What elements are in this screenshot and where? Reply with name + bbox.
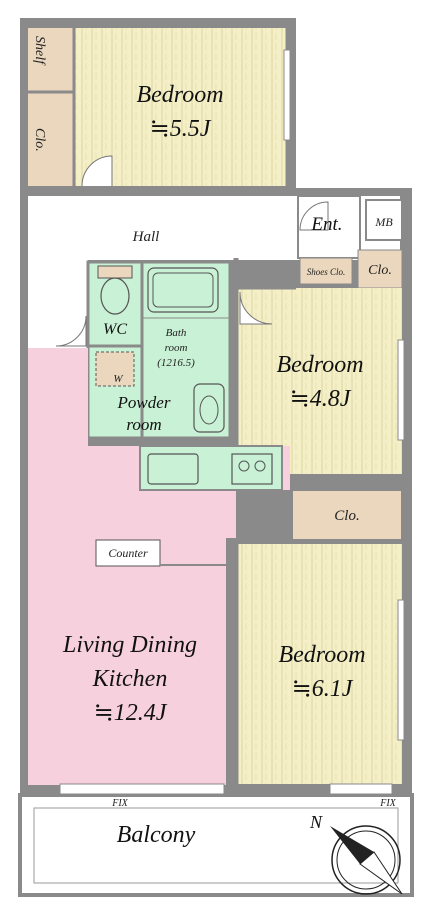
hall-label: Hall: [132, 229, 160, 245]
bedroom-bottom-floor: [236, 544, 402, 784]
ldk-label-2: Kitchen: [92, 666, 168, 692]
bedroom-bottom-name: Bedroom: [278, 642, 365, 668]
toilet-bowl: [100, 277, 130, 315]
shoes-closet-label: Shoes Clo.: [307, 267, 346, 277]
compass-north-label: N: [309, 812, 323, 832]
bathroom-size-label: (1216.5): [157, 357, 195, 369]
fix-label-left: FIX: [111, 798, 128, 809]
bedroom-mid-floor: [236, 288, 402, 474]
balcony-inner-line: [33, 807, 399, 884]
closet-bottom: [291, 489, 403, 541]
washer-space: [95, 351, 135, 387]
ldk-label-1: Living Dining: [62, 632, 197, 658]
washer-label: W: [113, 373, 123, 385]
bedroom-top-name: Bedroom: [136, 82, 223, 108]
shoes-closet: [299, 257, 353, 285]
counter-label: Counter: [108, 546, 148, 560]
compass-icon: [330, 825, 403, 895]
bathroom-label-2: room: [165, 342, 188, 354]
bathtub: [147, 267, 219, 313]
bedroom-window: [329, 783, 393, 795]
entrance-label: Ent.: [310, 214, 342, 235]
stove: [231, 453, 273, 485]
bedroom-bottom-size: ≒6.1J: [292, 676, 354, 702]
bedroom-mid-size: ≒4.8J: [290, 386, 352, 412]
wc-label: WC: [103, 321, 127, 338]
sink: [147, 453, 199, 485]
bathroom-label-1: Bath: [166, 327, 187, 339]
shelf-label: Shelf: [32, 36, 47, 66]
exterior-notch: [296, 16, 414, 188]
closet-hall-label: Clo.: [368, 263, 392, 278]
balcony-label: Balcony: [117, 822, 196, 848]
closet-top-label: Clo.: [32, 128, 47, 152]
meter-box: [365, 199, 403, 241]
closet-bottom-label: Clo.: [334, 508, 359, 524]
powder-room-label-2: room: [126, 415, 161, 434]
wash-basin: [193, 383, 225, 433]
ldk-size: ≒12.4J: [94, 700, 168, 726]
meter-box-label: MB: [374, 215, 393, 229]
powder-room-label-1: Powder: [117, 393, 171, 412]
bedroom-mid-name: Bedroom: [276, 352, 363, 378]
bedroom-top-size: ≒5.5J: [150, 116, 212, 142]
ldk-window: [59, 783, 225, 795]
counter: [95, 539, 161, 567]
toilet-tank: [97, 265, 133, 279]
shelf-closet-area: [28, 28, 74, 186]
fix-label-right: FIX: [379, 798, 396, 809]
